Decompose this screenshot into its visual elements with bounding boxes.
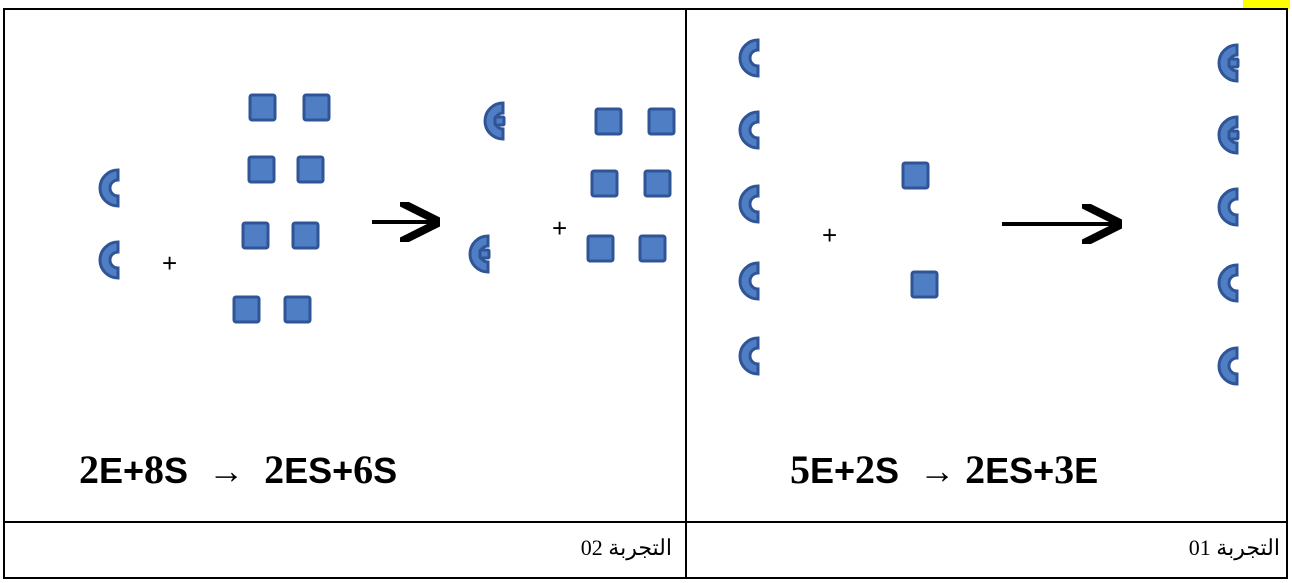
enzyme-substrate-complex-shape — [1217, 43, 1240, 83]
eq-term: S — [164, 450, 189, 491]
table-column-divider — [685, 8, 687, 579]
enzyme-shape — [738, 336, 760, 376]
substrate-shape — [296, 155, 325, 184]
substrate-shape — [647, 107, 676, 136]
experiment-01-label: التجربة 01 — [1188, 535, 1280, 560]
enzyme-shape — [738, 38, 760, 78]
left-plus-sign-products: + — [552, 213, 568, 243]
substrate-shape — [241, 221, 270, 250]
eq-coefficient: 2 — [79, 447, 99, 492]
left-equation: 2E+8S → 2ES+6S — [79, 446, 397, 493]
eq-term: E — [810, 450, 835, 491]
left-plus-sign: + — [162, 248, 178, 278]
substrate-shape — [901, 161, 930, 190]
substrate-shape — [283, 295, 312, 324]
left-complexes — [468, 101, 506, 274]
right-equation: 5E+2S → 2ES+3E — [790, 446, 1098, 493]
eq-plus: + — [834, 450, 856, 491]
eq-coefficient: 6 — [353, 447, 374, 492]
experiment-02-label: التجربة 02 — [580, 535, 672, 560]
substrate-shape — [638, 234, 667, 263]
enzyme-shape — [1217, 346, 1239, 386]
enzyme-shape — [1217, 263, 1239, 303]
eq-term: ES — [985, 450, 1034, 491]
highlight-tag — [1243, 0, 1290, 9]
right-plus-sign: + — [822, 220, 838, 250]
eq-coefficient: 2 — [264, 447, 285, 492]
enzyme-shape — [738, 184, 760, 224]
substrate-shape — [643, 169, 672, 198]
left-substrates — [232, 93, 331, 324]
eq-coefficient: 5 — [790, 447, 810, 492]
substrate-shape — [291, 221, 320, 250]
substrate-shape — [586, 234, 615, 263]
eq-term: S — [875, 450, 900, 491]
enzyme-shape — [738, 261, 760, 301]
enzyme-substrate-complex-shape — [468, 234, 491, 274]
eq-coefficient: 2 — [855, 447, 876, 492]
substrate-shape — [247, 155, 276, 184]
eq-coefficient: 8 — [144, 447, 165, 492]
enzyme-substrate-complex-shape — [1217, 115, 1240, 155]
eq-plus: + — [1033, 450, 1055, 491]
right-enzymes — [738, 38, 760, 376]
substrate-shape — [590, 169, 619, 198]
substrate-shape — [594, 107, 623, 136]
eq-coefficient: 3 — [1054, 447, 1075, 492]
eq-term: ES — [284, 450, 333, 491]
enzyme-shape — [98, 168, 120, 208]
eq-coefficient: 2 — [965, 447, 986, 492]
enzyme-substrate-complex-shape — [483, 101, 506, 141]
eq-term: E — [99, 450, 124, 491]
substrate-shape — [302, 93, 331, 122]
eq-term: S — [373, 450, 398, 491]
substrate-shape — [248, 93, 277, 122]
substrate-shape — [910, 270, 939, 299]
eq-arrow: → — [919, 450, 956, 491]
eq-plus: + — [332, 450, 354, 491]
left-enzymes — [98, 168, 120, 280]
table-row-divider — [3, 521, 1288, 523]
right-substrates — [901, 161, 939, 299]
enzyme-shape — [738, 110, 760, 150]
eq-plus: + — [123, 450, 145, 491]
right-products — [1217, 43, 1240, 386]
enzyme-shape — [1217, 187, 1239, 227]
eq-arrow: → — [208, 450, 245, 491]
enzyme-shape — [98, 240, 120, 280]
experiment-table — [3, 8, 1288, 579]
substrate-shape — [232, 295, 261, 324]
eq-term: E — [1074, 450, 1099, 491]
left-remaining-substrates — [586, 107, 676, 263]
